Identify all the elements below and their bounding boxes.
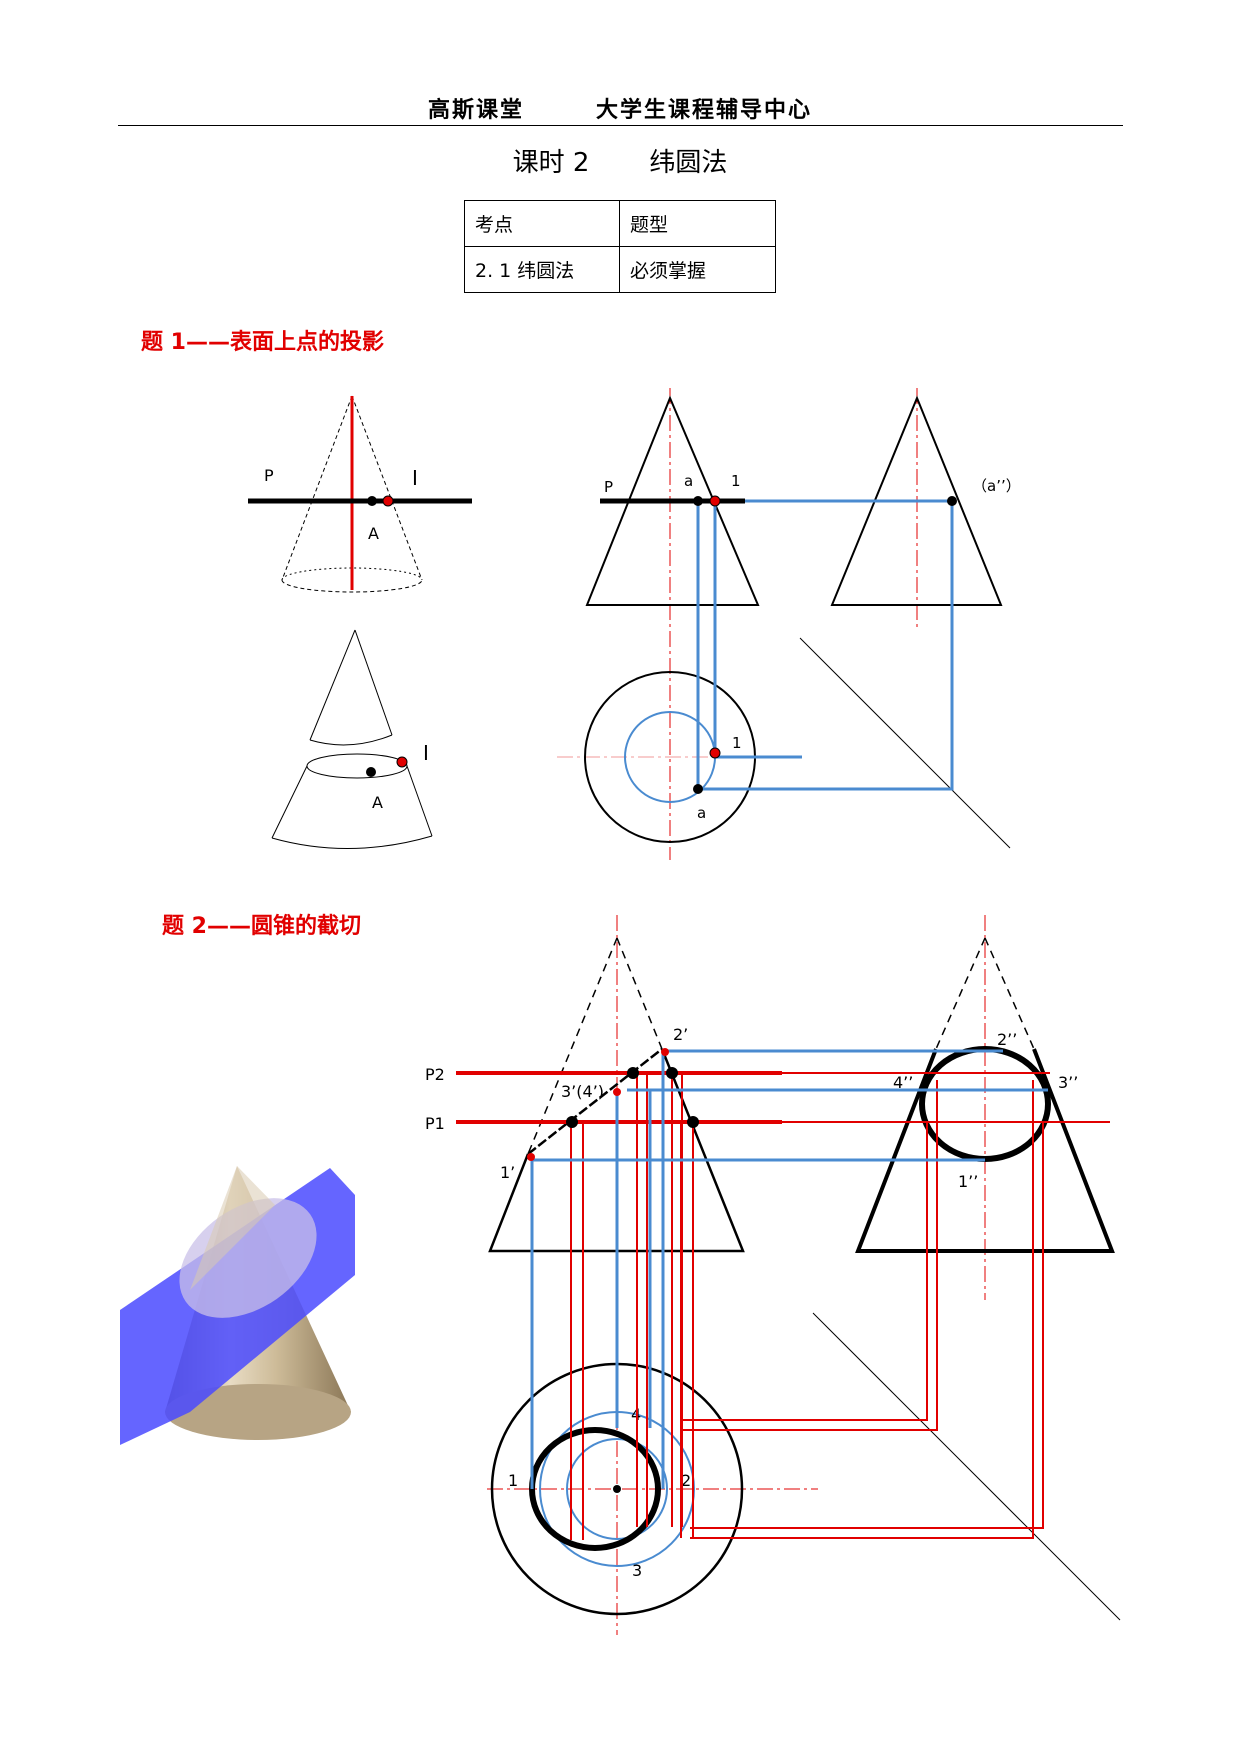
lesson-title: 课时 2 纬圆法 (0, 142, 1240, 179)
label-1-front: 1 (731, 472, 741, 490)
problem-1-title: 题 1——表面上点的投影 (141, 330, 384, 355)
table-header-cell: 考点 (464, 200, 620, 247)
label-3-side: 3’’ (1058, 1073, 1078, 1092)
label-4-side: 4’’ (893, 1073, 913, 1092)
page-header: 高斯课堂 大学生课程辅导中心 (0, 92, 1240, 124)
table-row: 2. 1 纬圆法 必须掌握 (464, 246, 776, 293)
label-p-front: P (604, 478, 613, 496)
table-cell: 必须掌握 (619, 246, 776, 293)
intersection-points-2 (527, 1048, 699, 1161)
label-2-side: 2’’ (997, 1030, 1017, 1049)
header-brand: 高斯课堂 (427, 97, 524, 123)
label-p2: P2 (425, 1065, 445, 1084)
iso-cone-with-plane: P I A (248, 395, 472, 593)
label-roman-i-2: I (423, 741, 429, 765)
label-2-front: 2’ (673, 1025, 688, 1044)
label-1-side: 1’’ (958, 1172, 978, 1191)
front-view-2: P2 P1 2’ 3’(4’) 1’ (425, 915, 782, 1265)
table-cell: 2. 1 纬圆法 (464, 246, 620, 293)
label-a-2: A (372, 793, 383, 812)
side-view-2: 2’’ 4’’ 3’’ 1’’ (855, 915, 1115, 1300)
label-p: P (264, 466, 274, 485)
label-1-top-2: 1 (508, 1471, 518, 1490)
miter-line-2 (812, 1312, 1121, 1621)
label-p1: P1 (425, 1114, 445, 1133)
side-view-1: （a’’） (830, 388, 1021, 630)
problem-2-title: 题 2——圆锥的截切 (162, 914, 361, 939)
table-header-row: 考点 题型 (464, 200, 776, 247)
table-header-cell: 题型 (619, 200, 776, 247)
projection-lines-blue-2 (530, 1049, 1048, 1489)
miter-line-1 (799, 637, 1011, 849)
label-a-top: a (697, 804, 706, 822)
header-subtitle: 大学生课程辅导中心 (596, 97, 813, 123)
label-1-front-2: 1’ (500, 1163, 515, 1182)
label-1-top: 1 (732, 734, 742, 752)
header-divider (118, 125, 1123, 126)
label-a: A (368, 524, 379, 543)
iso-cone-split: I A (271, 629, 433, 850)
lesson-name: 纬圆法 (649, 148, 728, 178)
label-3-top: 3 (632, 1561, 642, 1580)
label-a-front: a (684, 472, 693, 490)
projection-lines-red-2 (570, 1072, 1110, 1540)
label-2-top: 2 (681, 1471, 691, 1490)
top-view-2: 4 1 2 3 (487, 1360, 818, 1635)
label-a-side: （a’’） (972, 477, 1021, 495)
lesson-number: 课时 2 (512, 148, 590, 178)
label-roman-i: I (412, 466, 418, 490)
projection-lines-1 (696, 499, 954, 791)
cone-3d-illustration (120, 1166, 355, 1445)
key-points-table: 考点 题型 2. 1 纬圆法 必须掌握 (464, 200, 776, 293)
label-34-front: 3’(4’) (561, 1082, 604, 1101)
